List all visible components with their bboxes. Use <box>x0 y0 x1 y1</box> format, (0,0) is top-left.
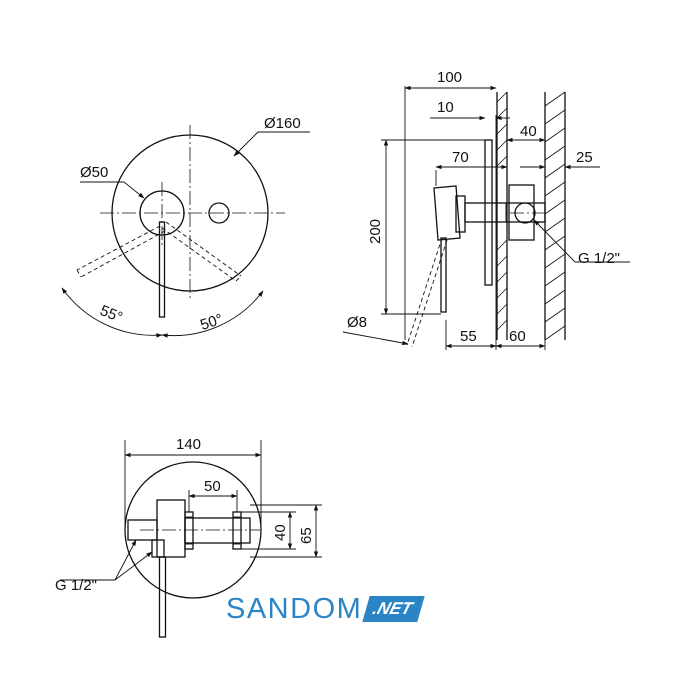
side-valve-body <box>508 184 535 241</box>
rear-width-label: 140 <box>176 436 201 453</box>
outlet-height-label: 40 <box>272 524 289 541</box>
front-view: 55° 50° Ø160 Ø50 <box>61 115 310 338</box>
leader-lever-diameter <box>342 331 409 346</box>
body-height-label: 65 <box>298 527 315 544</box>
wall-inner <box>496 91 508 340</box>
logo-badge: .NET <box>362 596 425 622</box>
leader-outer-diameter <box>239 131 259 151</box>
logo-text: SANDOM <box>226 592 363 625</box>
side-lever-rotated <box>406 237 448 348</box>
angle-arc-right <box>161 290 264 338</box>
leader-thread <box>533 219 576 263</box>
leader-rear-thread-2 <box>114 551 153 581</box>
pipe-offset-label: 25 <box>576 149 593 166</box>
rear-body <box>156 499 186 558</box>
lever-rotated-left <box>76 225 166 278</box>
wall-gap-label: 40 <box>520 123 537 140</box>
outer-diameter-label: Ø160 <box>264 115 301 132</box>
outlet-spacing-label: 50 <box>204 478 221 495</box>
sandom-logo: SANDOM .NET <box>226 592 425 626</box>
side-view: 100 10 40 70 25 200 55 60 Ø8 G 1/2" <box>342 69 630 350</box>
plate-thickness-label: 10 <box>437 99 454 116</box>
height-label: 200 <box>367 219 384 244</box>
side-cover-plate <box>484 139 493 286</box>
depth-total-label: 100 <box>437 69 462 86</box>
rear-view: 140 50 40 65 G 1/2" <box>55 436 322 638</box>
lever-rotated-right <box>161 221 242 282</box>
wall-depth-label: 60 <box>509 328 526 345</box>
angle-right-label: 50° <box>198 311 225 334</box>
rear-crossbar <box>184 517 251 544</box>
side-thread-label: G 1/2" <box>578 250 620 267</box>
side-spindle <box>464 202 546 223</box>
lever-depth-label: 55 <box>460 328 477 345</box>
rear-lever <box>158 556 167 638</box>
lever-diameter-label: Ø8 <box>347 314 367 331</box>
handle-diameter-label: Ø50 <box>80 164 108 181</box>
body-depth-label: 70 <box>452 149 469 166</box>
side-lever <box>440 237 447 313</box>
side-handle-body <box>433 185 461 241</box>
angle-arc-left <box>61 287 163 338</box>
rear-thread-label: G 1/2" <box>55 577 97 594</box>
leader-rear-thread-1 <box>114 539 137 581</box>
wall-outer <box>544 91 566 341</box>
